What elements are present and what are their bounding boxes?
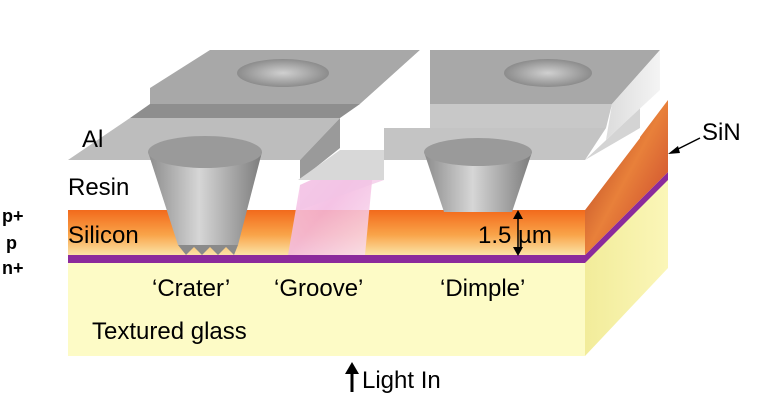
sin-label: SiN xyxy=(702,119,741,146)
resin-label: Resin xyxy=(68,174,129,201)
sin-layer xyxy=(68,172,668,263)
glass-substrate xyxy=(68,178,668,356)
light-in-arrow xyxy=(345,362,359,392)
thickness-arrow xyxy=(513,210,523,256)
p-label: p xyxy=(6,233,17,253)
al-label: Al xyxy=(82,126,103,153)
silicon-label: Silicon xyxy=(68,222,139,249)
dimple-feature xyxy=(424,138,532,212)
groove-label: ‘Groove’ xyxy=(274,275,363,302)
aluminium-layer xyxy=(68,50,660,180)
glass-label: Textured glass xyxy=(92,318,247,345)
p-plus-label: p+ xyxy=(2,206,24,226)
thickness-label: 1.5 µm xyxy=(478,222,552,249)
crater-feature xyxy=(148,136,262,255)
dimple-label: ‘Dimple’ xyxy=(440,275,525,302)
n-plus-label: n+ xyxy=(2,258,24,278)
sin-pointer-arrow xyxy=(668,137,701,154)
crater-label: ‘Crater’ xyxy=(152,275,230,302)
light-in-label: Light In xyxy=(362,367,441,394)
